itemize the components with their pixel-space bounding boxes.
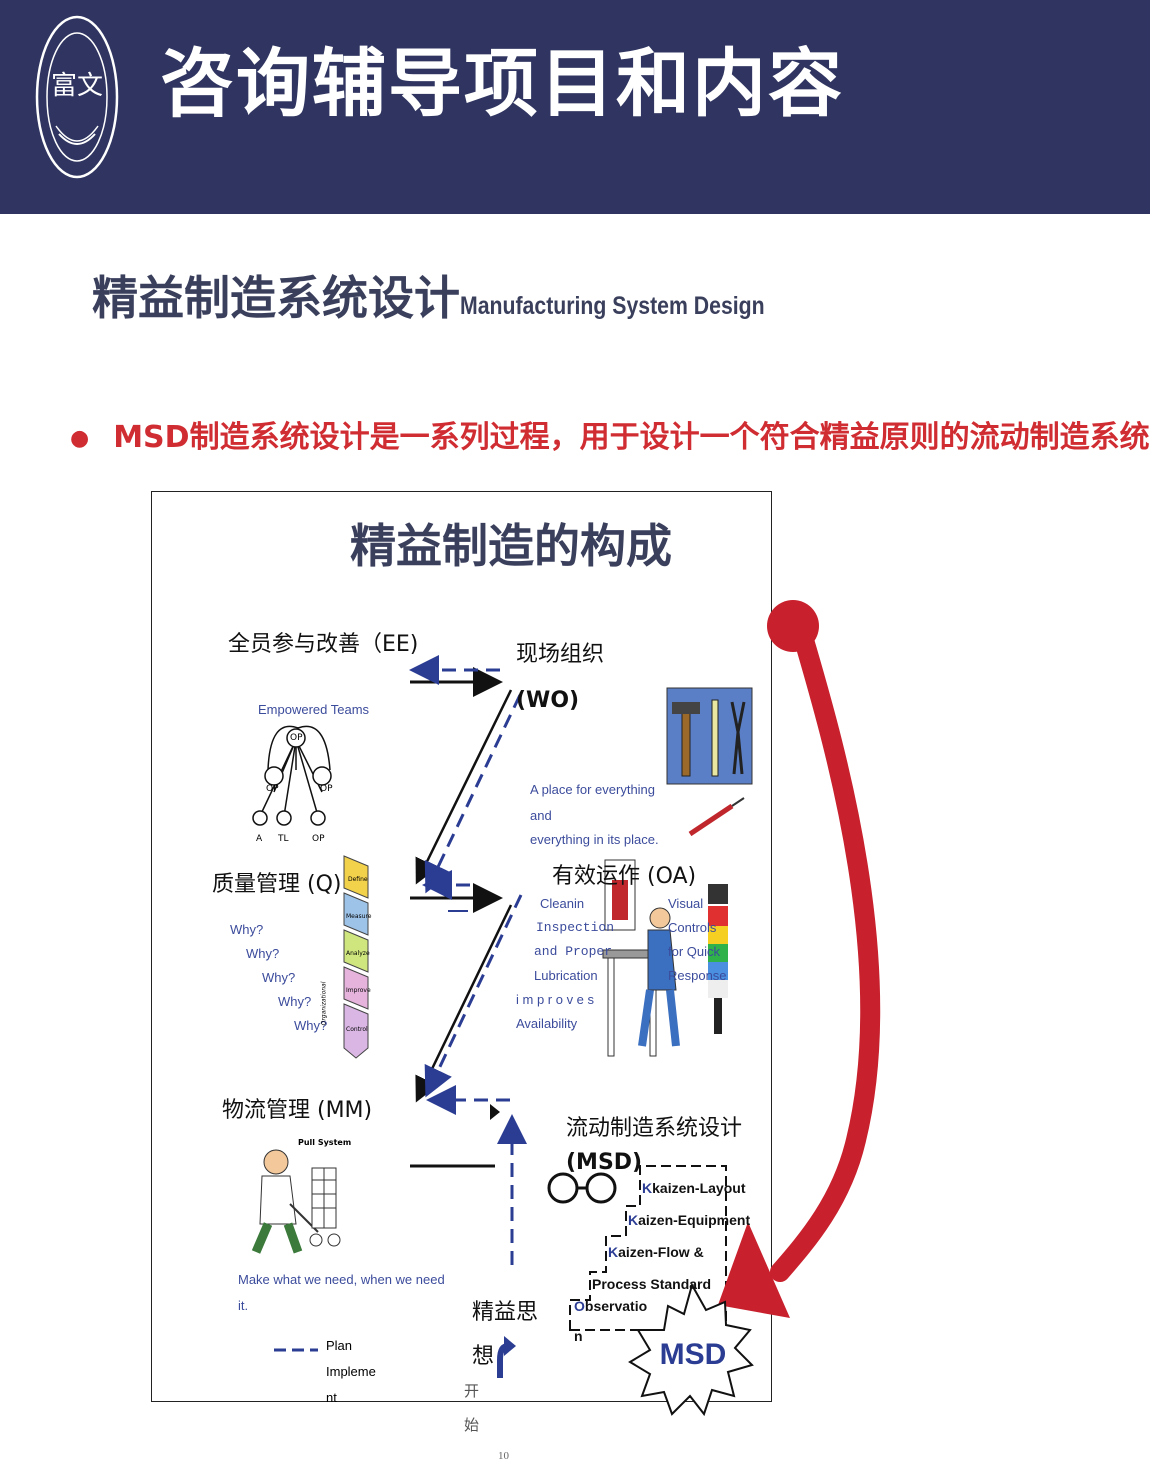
msd-step-1-letter: K: [642, 1180, 653, 1196]
chevron-define: Define: [348, 876, 368, 883]
ee-node-op-bottom: OP: [312, 834, 325, 844]
oa-cleaning-1: Cleanin: [540, 896, 585, 911]
msd-step-5-letter: O: [574, 1298, 585, 1314]
worker-machine-illustration: [602, 859, 680, 1057]
wo-note-line2: and: [530, 808, 552, 823]
chevron-measure: Measure: [346, 913, 372, 920]
section-title-en: Manufacturing System Design: [460, 292, 765, 320]
msd-step-5-text: bservatio: [584, 1298, 648, 1314]
oa-cleaning-3: and Proper: [534, 944, 613, 959]
mm-note-line1: Make what we need, when we need: [238, 1272, 445, 1287]
pull-system-illustration: [251, 1149, 341, 1254]
oa-cleaning-5: i m p r o v e s: [516, 992, 595, 1007]
page-title: 咨询辅导项目和内容: [160, 41, 844, 127]
bullet-point: ● MSD制造系统设计是一系列过程，用于设计一个符合精益原则的流动制造系统: [70, 412, 1150, 456]
mm-pull-system: Pull System: [298, 1138, 352, 1147]
bullet-text: MSD制造系统设计是一系列过程，用于设计一个符合精益原则的流动制造系统: [113, 420, 1150, 455]
msd-step-6: n: [574, 1328, 583, 1344]
oa-visual-4: Response: [668, 968, 727, 983]
header-bar: [0, 0, 1150, 214]
ee-node-a: A: [256, 834, 263, 844]
msd-step-1-text: kaizen-Layout: [652, 1180, 746, 1196]
legend-line3: nt: [326, 1390, 337, 1405]
msd-label-line1: 流动制造系统设计: [566, 1116, 743, 1141]
wo-note-line1: A place for everything: [530, 782, 656, 797]
andon-light-icon: [708, 884, 728, 1034]
big-red-arrow: [718, 600, 881, 1318]
chevron-analyze: Analyze: [346, 950, 370, 957]
msd-label-line2: (MSD): [566, 1150, 643, 1175]
chevron-control: Control: [346, 1026, 368, 1033]
q-why-4: Why?: [278, 994, 312, 1009]
q-why-5: Why?: [294, 1018, 328, 1033]
mm-note-line2: it.: [238, 1298, 249, 1313]
diagram-title: 精益制造的构成: [350, 519, 672, 573]
ee-node-op-left: OP: [266, 784, 279, 794]
q-why-1: Why?: [230, 922, 264, 937]
msd-step-2-letter: K: [628, 1212, 639, 1228]
ee-node-tl: TL: [278, 834, 289, 844]
ee-node-op-right: OP: [320, 784, 333, 794]
q-why-2: Why?: [246, 946, 280, 961]
msd-step-2: Kaizen-Equipment: [628, 1212, 750, 1228]
ee-label: 全员参与改善（EE): [228, 632, 419, 657]
logo-glyph-top: 富文: [51, 71, 103, 101]
legend-line2: Impleme: [326, 1364, 376, 1379]
wo-label-line1: 现场组织: [516, 642, 605, 667]
msd-step-3-letter: K: [608, 1244, 619, 1260]
legend-line1: Plan: [326, 1338, 353, 1353]
lean-thinking-line2: 想: [472, 1344, 495, 1369]
flow-arrows-dashed: [409, 655, 527, 1265]
bullet-dot-icon: ●: [70, 426, 90, 451]
chevron-improve: Improve: [346, 987, 371, 994]
oa-visual-2: Controls: [668, 920, 717, 935]
mm-label: 物流管理 (MM): [222, 1098, 373, 1123]
fuwen-logo: 富文: [35, 15, 119, 179]
msd-step-2-text: aizen-Equipment: [638, 1212, 751, 1228]
wo-label-line2: (WO): [516, 688, 580, 713]
page-number: 10: [498, 1450, 509, 1462]
msd-step-4-text: Process Standard: [592, 1276, 712, 1292]
chevron-side-label: Organizational: [320, 981, 328, 1026]
wo-note-line3: everything in its place.: [530, 832, 659, 847]
ee-note: Empowered Teams: [258, 702, 370, 717]
q-why-3: Why?: [262, 970, 296, 985]
section-title-zh: 精益制造系统设计: [92, 271, 460, 325]
msd-staircase: [569, 1165, 727, 1331]
q-label: 质量管理 (Q): [212, 872, 342, 897]
msd-step-1: Kkaizen-Layout: [642, 1180, 745, 1196]
oa-label: 有效运作 (OA): [552, 864, 697, 889]
oa-cleaning-2: Inspection: [536, 920, 615, 935]
ee-node-op-top: OP: [290, 733, 303, 743]
msd-step-6-text: n: [574, 1328, 583, 1344]
start-label-2: 始: [464, 1416, 480, 1434]
msd-step-3-text: aizen-Flow &: [618, 1244, 704, 1260]
msd-step-3: Kaizen-Flow &: [608, 1244, 704, 1260]
dmaic-chevrons: [343, 855, 369, 1059]
msd-burst: MSD: [628, 1282, 754, 1417]
msd-burst-label: MSD: [660, 1338, 727, 1371]
oa-cleaning-6: Availability: [516, 1016, 578, 1031]
oa-visual-3: for Quick: [668, 944, 721, 959]
msd-step-4: Process Standard: [592, 1276, 711, 1292]
team-network: [252, 725, 332, 826]
tools-illustration: [666, 687, 753, 837]
lean-thinking-line1: 精益思: [472, 1300, 539, 1325]
section-title: 精益制造系统设计Manufacturing System Design: [92, 262, 818, 328]
oa-visual-1: Visual: [668, 896, 704, 911]
diagram-frame: [151, 491, 772, 1402]
flow-arrows-black: [410, 667, 513, 1168]
oa-cleaning-4: Lubrication: [534, 968, 598, 983]
msd-step-5: Observatio: [574, 1298, 647, 1314]
glasses-icon: [547, 1172, 617, 1204]
start-label-1: 开: [464, 1382, 480, 1400]
